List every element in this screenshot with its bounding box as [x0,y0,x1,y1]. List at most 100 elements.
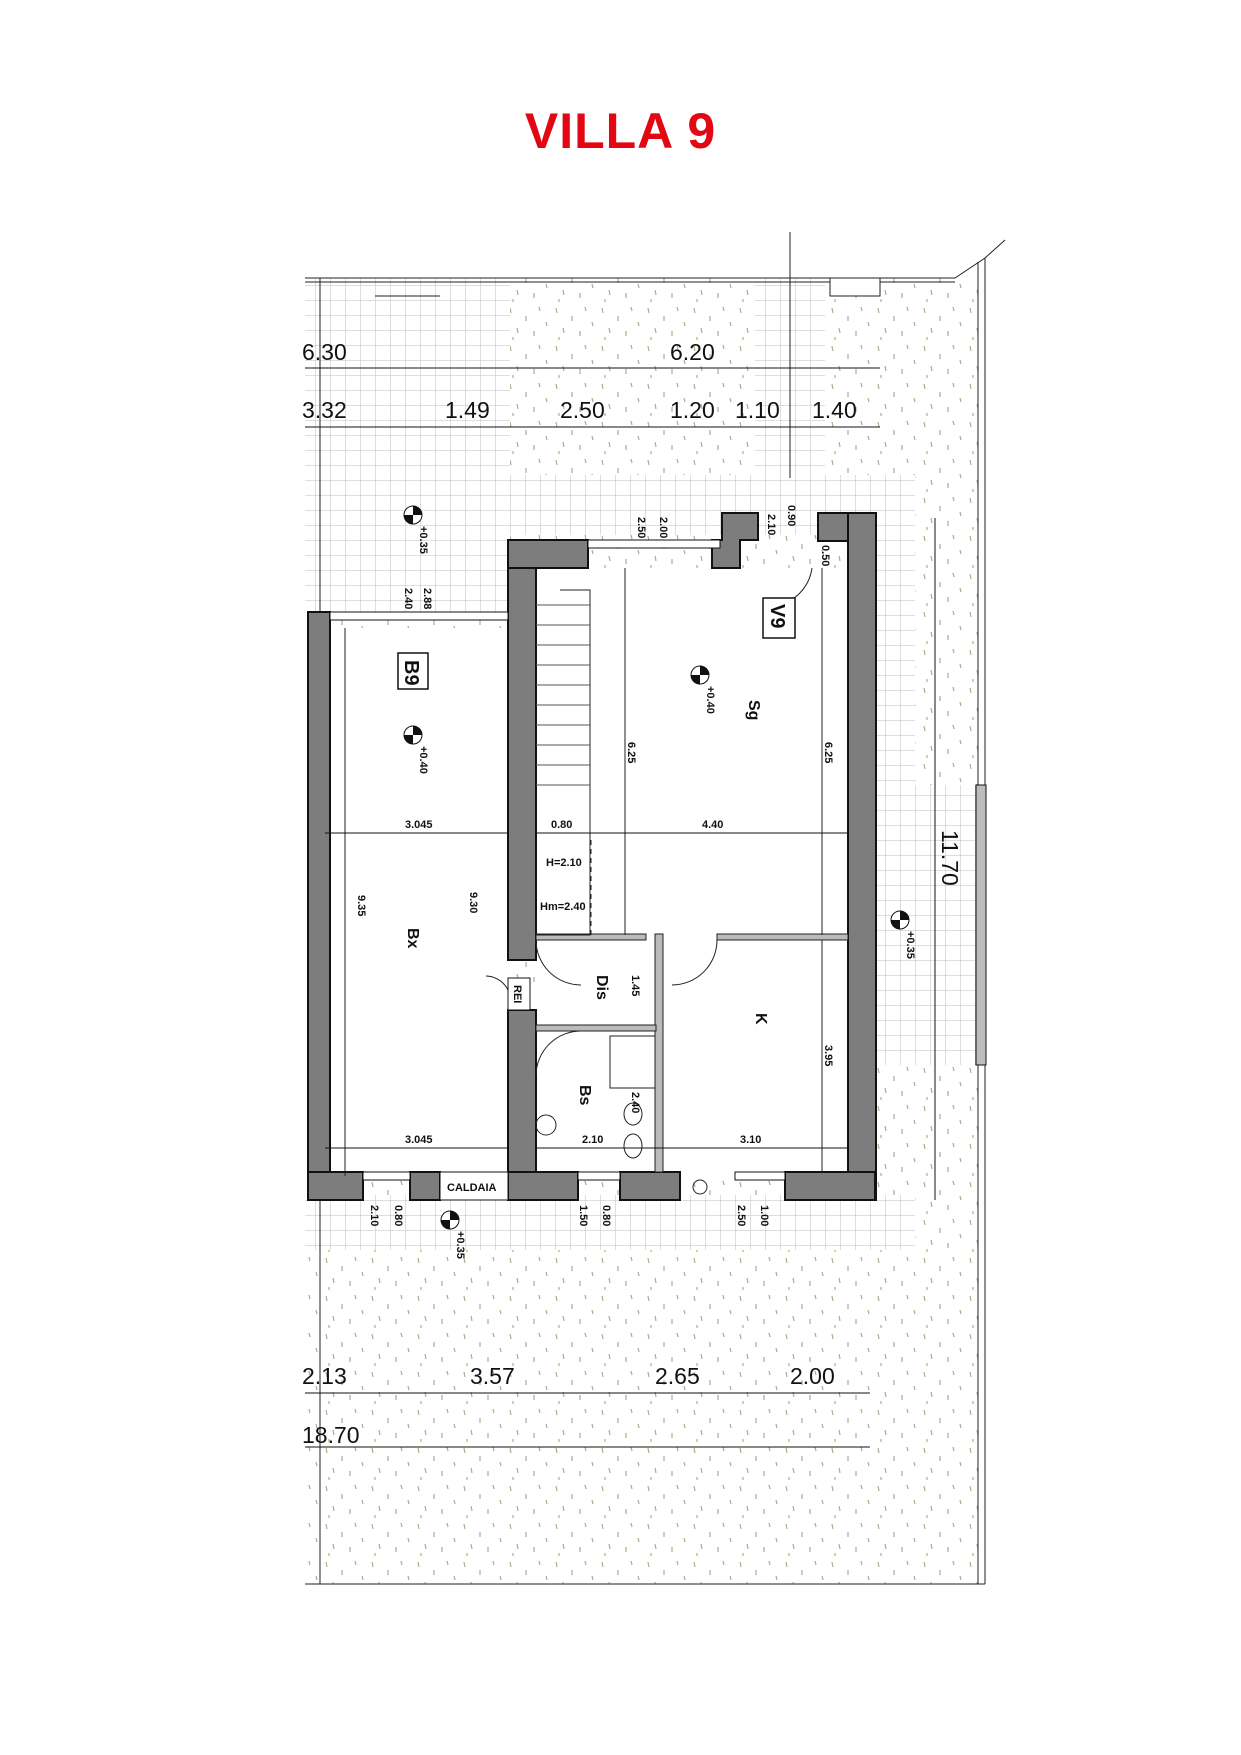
label-bs: Bs [576,1085,593,1106]
label-k: K [752,1013,769,1025]
room-dimensions: 3.045 3.045 9.35 9.30 4.40 6.25 6.25 1.4… [355,742,834,1146]
bidet-icon [623,1102,643,1126]
k-h: 3.95 [822,1045,834,1066]
dim-110: 1.10 [735,397,780,423]
open-bottom-e: 2.50 [735,1205,747,1226]
level-sg-text: +0.40 [704,686,716,714]
dim-120: 1.20 [670,397,715,423]
dim-213: 2.13 [302,1363,347,1389]
tag-b9: B9 [400,660,422,686]
terrace-tiles-side [870,785,985,1065]
label-rei: REI [511,985,523,1003]
door-caldaia [439,1171,509,1201]
b9-h-left: 9.35 [355,895,367,916]
open-bottom-b: 0.80 [392,1205,404,1226]
level-marker-right: +0.35 [890,910,916,959]
level-b9-text: +0.40 [417,746,429,774]
dim-200: 2.00 [790,1363,835,1389]
dim-630: 6.30 [302,339,347,365]
v9-h-left: 6.25 [625,742,637,763]
hob-icon [692,1179,708,1195]
open-bottom-f: 1.00 [758,1205,770,1226]
dim-620: 6.20 [670,339,715,365]
dim-357: 3.57 [470,1363,515,1389]
level-terrace-text: +0.35 [417,526,429,554]
opening-dimensions: 2.40 2.88 2.50 2.00 2.10 0.90 0.50 2.10 … [368,505,831,1226]
door-swing-bs [535,1030,582,1076]
level-marker-bottom: +0.35 [440,1210,466,1259]
washbasin-icon [535,1114,557,1136]
wall-bottom-a [307,1171,364,1201]
dimension-lines [305,367,936,1448]
bathtub-icon [609,1035,656,1089]
terrace-tiles-bottom [305,1195,915,1250]
stair-h: H=2.10 [546,857,582,869]
level-bottom-text: +0.35 [454,1231,466,1259]
open-v9-top-b: 2.00 [657,517,669,538]
level-marker-b9: +0.40 [403,725,429,774]
terrace-tiles-right [870,475,915,785]
level-marker-sg: +0.40 [690,665,716,714]
window-b9-top [329,611,509,621]
dim-149: 1.49 [445,397,490,423]
wall-bottom-e [784,1171,876,1201]
dim-265: 2.65 [655,1363,700,1389]
wall-bottom-d [619,1171,681,1201]
wall-v9-top [507,539,589,569]
top-dimensions: 6.30 6.20 3.32 1.49 2.50 1.20 1.10 1.40 [302,339,857,423]
open-bottom-d: 0.80 [600,1205,612,1226]
open-v9-door-b: 0.90 [785,505,797,526]
b9-h-right: 9.30 [467,892,479,913]
open-v9-door-a: 2.10 [765,514,777,535]
dim-250: 2.50 [560,397,605,423]
k-w: 3.10 [740,1134,761,1146]
dis-h: 1.45 [629,975,641,996]
level-markers: +0.35 +0.40 +0.40 +0.35 +0.35 [403,505,916,1259]
level-marker-terrace: +0.35 [403,505,429,554]
open-b9-top-a: 2.40 [402,588,414,609]
dim-140: 1.40 [812,397,857,423]
b9-w-bottom: 3.045 [405,1134,433,1146]
open-bottom-c: 1.50 [577,1205,589,1226]
wall-v9-right [847,512,877,1201]
toilet-icon [623,1133,643,1159]
bs-w: 2.10 [582,1134,603,1146]
window-bs-bottom [577,1171,621,1181]
bs-h: 2.40 [629,1092,641,1113]
wall-bottom-b [409,1171,441,1201]
open-v9-side: 0.50 [819,545,831,566]
stair-landing: 0.80 [551,819,572,831]
dim-1170: 11.70 [937,830,963,886]
tag-b9-box [397,652,429,690]
open-bottom-a: 2.10 [368,1205,380,1226]
wall-b9-left [307,611,331,1201]
open-v9-top-a: 2.50 [635,517,647,538]
room-labels: B9 V9 Bx Sg Dis Bs K [397,597,796,1106]
window-v9-top [587,539,721,549]
label-bx: Bx [404,928,421,949]
walls [307,512,877,1201]
page-title: VILLA 9 [524,103,717,159]
level-right-text: +0.35 [904,931,916,959]
tag-v9-box [762,597,796,639]
v9-h-right: 6.25 [822,742,834,763]
label-caldaia: CALDAIA [447,1182,497,1194]
dim-332: 3.32 [302,397,347,423]
window-k-bottom [734,1171,786,1181]
b9-w-top: 3.045 [405,819,433,831]
tag-v9: V9 [766,604,788,628]
door-rei [507,977,531,1011]
openings [329,539,987,1201]
label-dis: Dis [593,975,610,1000]
v9-w: 4.40 [702,819,723,831]
door-swing-dis [535,939,582,986]
stair-annotations: 0.80 H=2.10 Hm=2.40 [540,819,586,913]
door-b9-bottom [362,1171,411,1181]
dim-1870: 18.70 [302,1422,360,1448]
label-sg: Sg [745,700,762,720]
stair-hm: Hm=2.40 [540,901,586,913]
terrace-tiles-left [305,278,510,613]
wall-bottom-c [507,1171,579,1201]
wall-v9-left [507,539,537,961]
